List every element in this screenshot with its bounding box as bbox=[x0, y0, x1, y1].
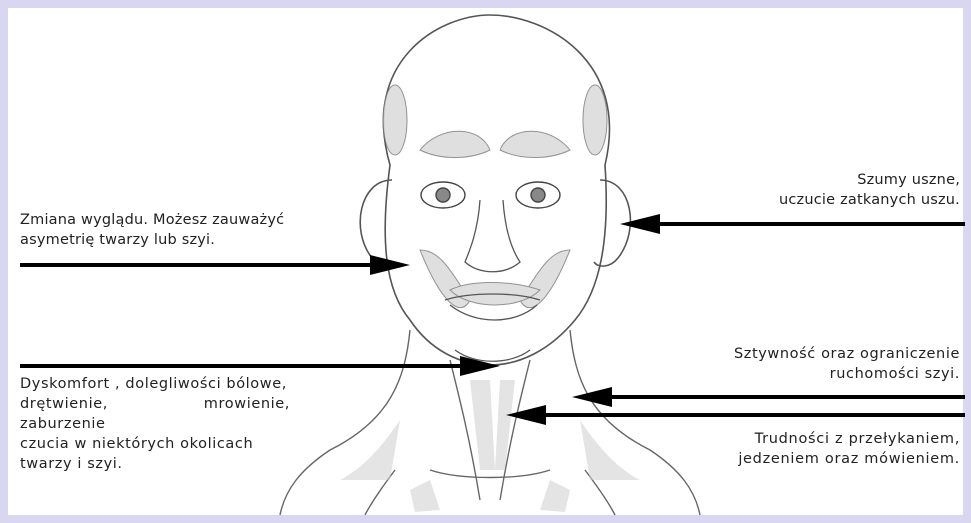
nose-mouth-sketch bbox=[445, 200, 540, 361]
label-line: asymetrię twarzy lub szyi. bbox=[20, 230, 340, 250]
label-swallowing: Trudności z przełykaniem, jedzeniem oraz… bbox=[640, 429, 960, 469]
arrow-ears bbox=[620, 214, 965, 234]
arrow-stiffness bbox=[572, 387, 965, 407]
label-pain: Dyskomfort , dolegliwości bólowe, drętwi… bbox=[20, 374, 290, 474]
label-line: twarzy i szyi. bbox=[20, 454, 290, 474]
label-line: ruchomości szyi. bbox=[640, 364, 960, 384]
eyes-sketch bbox=[421, 182, 560, 208]
label-stiffness: Sztywność oraz ograniczenie ruchomości s… bbox=[640, 344, 960, 384]
label-appearance: Zmiana wyglądu. Możesz zauważyć asymetri… bbox=[20, 210, 340, 250]
label-line: Dyskomfort , dolegliwości bólowe, bbox=[20, 374, 290, 394]
label-line: uczucie zatkanych uszu. bbox=[640, 190, 960, 210]
arrow-pain bbox=[20, 356, 500, 376]
label-line: Sztywność oraz ograniczenie bbox=[640, 344, 960, 364]
head-outline-sketch bbox=[360, 15, 630, 365]
label-line: Zmiana wyglądu. Możesz zauważyć bbox=[20, 210, 340, 230]
facial-muscle-sketch bbox=[383, 85, 607, 308]
label-line: jedzeniem oraz mówieniem. bbox=[640, 449, 960, 469]
label-line: czucia w niektórych okolicach bbox=[20, 434, 290, 454]
arrow-swallowing bbox=[506, 405, 965, 425]
arrow-appearance bbox=[20, 255, 410, 275]
label-line: drętwienie, mrowienie, zaburzenie bbox=[20, 394, 290, 434]
label-line: Szumy uszne, bbox=[640, 170, 960, 190]
label-ears: Szumy uszne, uczucie zatkanych uszu. bbox=[640, 170, 960, 210]
label-line: Trudności z przełykaniem, bbox=[640, 429, 960, 449]
